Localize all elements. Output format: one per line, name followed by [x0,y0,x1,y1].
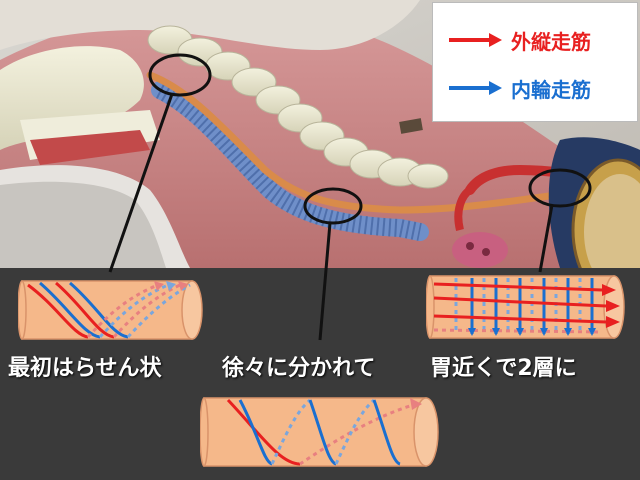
stage-label-two-layer: 胃近くで2層に [430,356,577,381]
tube-separating [200,397,439,467]
legend-label-inner: 内輪走筋 [511,77,591,102]
stage-label-spiral: 最初はらせん状 [8,356,162,381]
stage-label-separating: 徐々に分かれて [222,356,376,381]
blue-arrow-icon [449,81,502,95]
legend-item-inner: 内輪走筋 [447,73,591,103]
legend-label-outer: 外縦走筋 [511,29,591,54]
red-arrow-icon [449,33,502,47]
tube-spiral [18,280,203,340]
tube-two-layer [426,275,625,339]
legend-item-outer: 外縦走筋 [447,25,591,55]
legend-box: 外縦走筋 内輪走筋 [432,2,638,122]
